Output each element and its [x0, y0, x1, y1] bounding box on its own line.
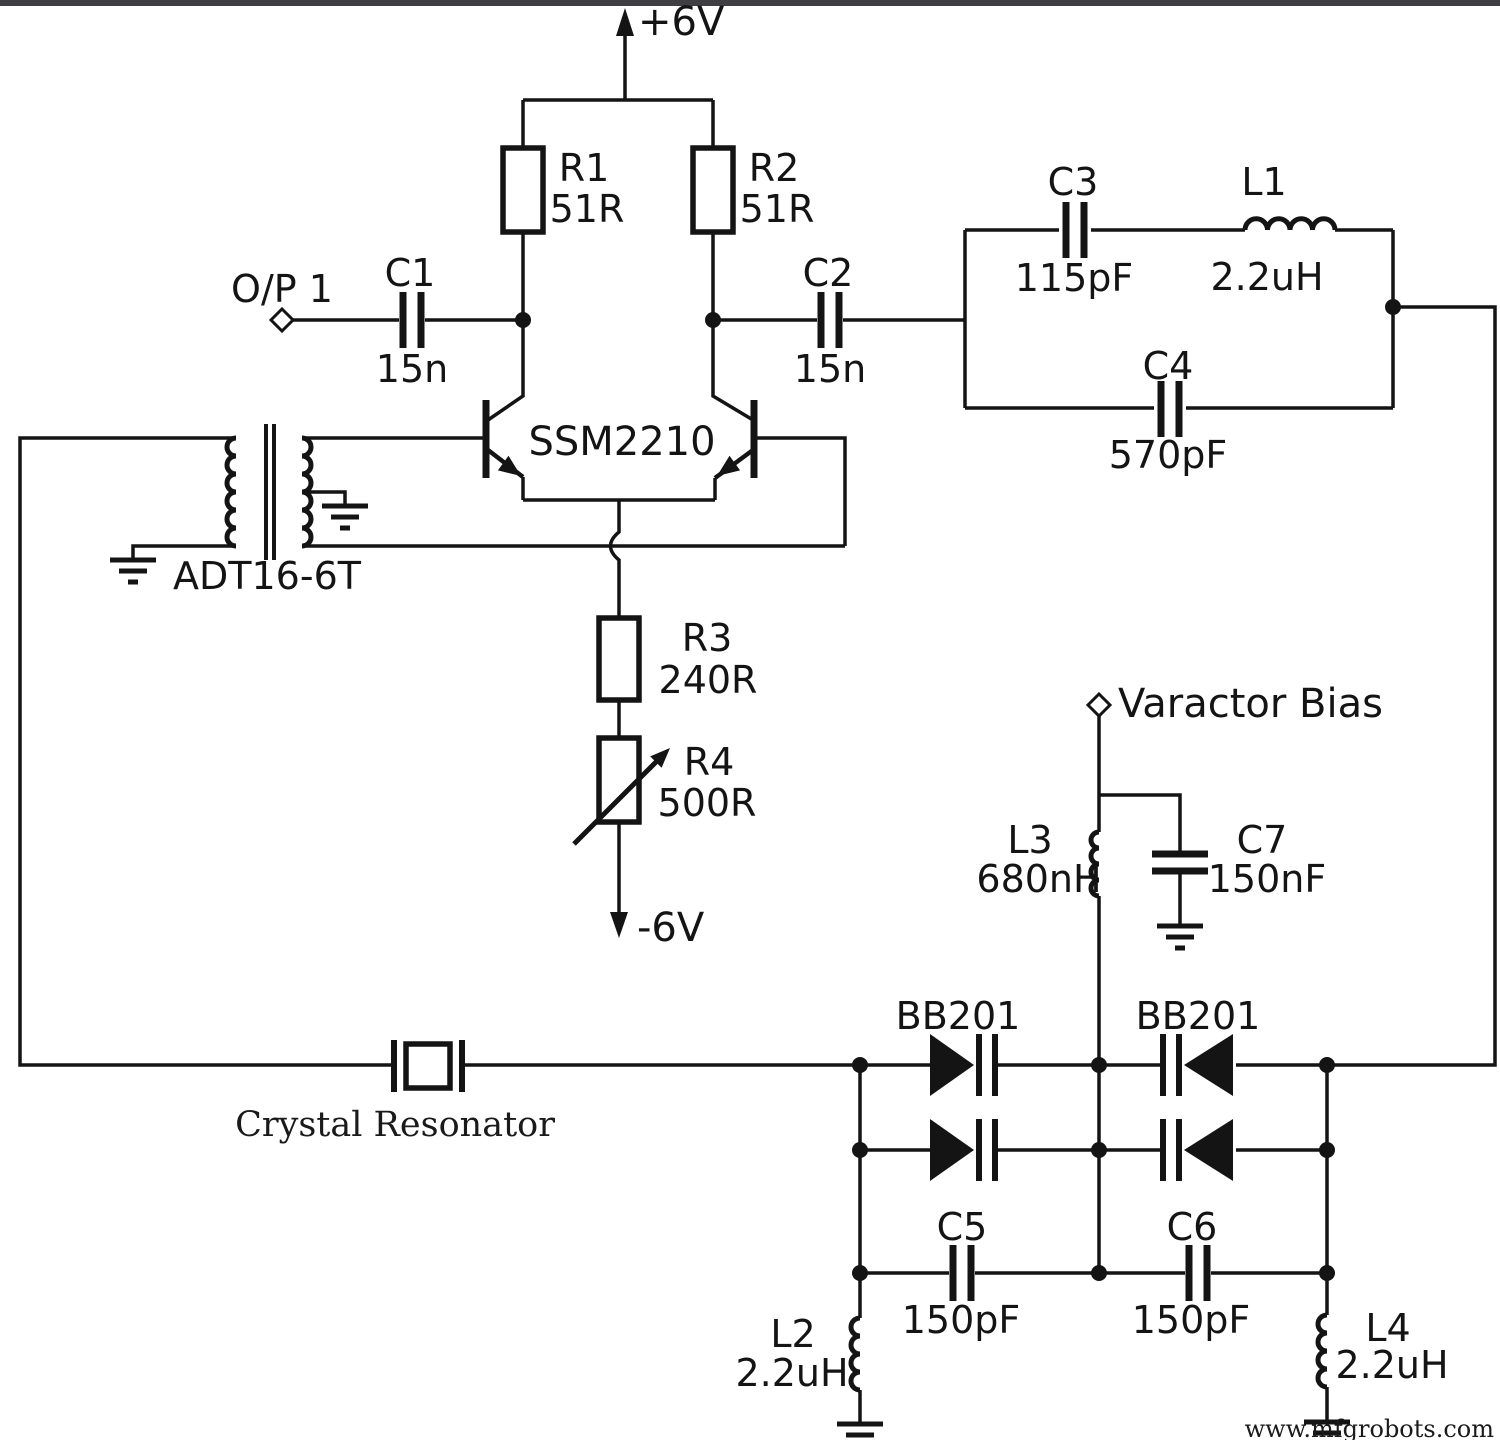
- crystal-resonator-label: Crystal Resonator: [235, 1105, 555, 1145]
- wire-right-bus: [1327, 305, 1497, 1067]
- c7-value-label: 150nF: [1208, 857, 1326, 901]
- negative-rail-label: -6V: [637, 905, 705, 951]
- output-terminal-label: O/P 1: [231, 267, 333, 311]
- ground-symbol-c7: [1157, 923, 1203, 951]
- wire-transformer-grounds: [131, 490, 347, 560]
- crystal-resonator: [391, 1040, 465, 1092]
- transistor-left-emitter-arrow-icon: [497, 455, 521, 476]
- resistor-r1: [500, 145, 546, 235]
- transistor-pair-ssm2210: [482, 400, 758, 480]
- negative-supply-arrow: [610, 912, 628, 938]
- capacitor-c4: [1157, 381, 1183, 437]
- varactor-bb201-bottom-right: [1160, 1119, 1233, 1181]
- c2-ref-label: C2: [803, 251, 854, 295]
- wire-base-feedback: [302, 436, 847, 548]
- positive-supply-arrow: [616, 8, 634, 36]
- varactor-bb201-bottom-left: [930, 1119, 998, 1181]
- inductor-l4: [1315, 1312, 1328, 1390]
- inductor-l3: [1088, 829, 1100, 899]
- wire-collector-legs: [487, 100, 754, 422]
- transistor-right-emitter-arrow-icon: [717, 455, 741, 476]
- l1-value-label: 2.2uH: [1210, 255, 1323, 299]
- capacitor-c1: [399, 292, 425, 348]
- c3-value-label: 115pF: [1015, 256, 1134, 300]
- transformer-primary-winding: [224, 435, 237, 549]
- wire-positive-rail: [523, 36, 713, 102]
- l2-ref-label: L2: [770, 1312, 815, 1356]
- r1-ref-label: R1: [559, 146, 610, 190]
- r2-ref-label: R2: [749, 146, 800, 190]
- resistor-r3: [596, 615, 642, 703]
- r2-value-label: 51R: [740, 187, 815, 231]
- c7-ref-label: C7: [1237, 818, 1288, 862]
- r4-ref-label: R4: [684, 740, 735, 784]
- varactor-bb201-top-left: [930, 1034, 998, 1096]
- transformer-secondary-winding: [301, 435, 314, 549]
- l1-ref-label: L1: [1241, 160, 1286, 204]
- r3-value-label: 240R: [659, 658, 758, 702]
- capacitor-c2: [817, 292, 843, 348]
- varactor-bb201-top-right: [1160, 1034, 1233, 1096]
- ground-symbol-l2: [837, 1421, 883, 1438]
- ground-symbol-primary: [110, 557, 156, 585]
- resistor-r2: [690, 145, 736, 235]
- r1-value-label: 51R: [550, 187, 625, 231]
- c1-value-label: 15n: [376, 347, 448, 391]
- capacitor-c5: [949, 1245, 975, 1301]
- c5-value-label: 150pF: [902, 1298, 1021, 1342]
- c6-value-label: 150pF: [1132, 1298, 1251, 1342]
- r3-ref-label: R3: [682, 616, 733, 660]
- capacitor-c3: [1062, 202, 1088, 258]
- ground-symbol-secondary-tap: [322, 503, 368, 531]
- r4-value-label: 500R: [658, 781, 757, 825]
- c6-ref-label: C6: [1167, 1205, 1218, 1249]
- watermark-label: www.mfgrobots.com: [1245, 1415, 1495, 1440]
- varactor-bias-label: Varactor Bias: [1118, 681, 1383, 727]
- wire-varactor-bias: [1097, 716, 1182, 1273]
- l3-value-label: 680nH: [976, 857, 1101, 901]
- c4-ref-label: C4: [1143, 344, 1194, 388]
- inductor-l2: [848, 1315, 861, 1393]
- transistor-pair-label: SSM2210: [528, 419, 715, 465]
- transformer-label: ADT16-6T: [173, 554, 362, 598]
- positive-rail-label: +6V: [638, 0, 725, 45]
- varactor-bias-terminal-icon: [1085, 691, 1113, 719]
- wires: [18, 36, 1497, 1424]
- arrow-down-icon: [610, 912, 628, 938]
- c3-ref-label: C3: [1048, 160, 1099, 204]
- wire-tank-loop: [963, 228, 1395, 410]
- wire-emitter-rail: [521, 477, 717, 502]
- l4-ref-label: L4: [1365, 1306, 1410, 1350]
- c5-ref-label: C5: [937, 1205, 988, 1249]
- resistor-r4-variable-arrow: [572, 748, 670, 846]
- l3-ref-label: L3: [1007, 818, 1052, 862]
- wire-inductor-legs: [858, 1273, 1329, 1424]
- inductor-l1: [1242, 216, 1338, 231]
- transformer-adt16-6t: [224, 424, 314, 560]
- top-border-bar: [0, 0, 1500, 6]
- varactor-left-label: BB201: [896, 994, 1021, 1038]
- junction-dots: [515, 299, 1401, 1281]
- output-terminal-icon: [268, 306, 296, 334]
- arrow-up-icon: [616, 8, 634, 36]
- wire-varactor-rows: [860, 1063, 1327, 1152]
- c2-value-label: 15n: [794, 347, 866, 391]
- resistor-r4: [596, 735, 642, 825]
- capacitor-c7: [1152, 850, 1208, 875]
- transformer-core: [264, 424, 276, 560]
- wire-varactor-columns: [858, 1065, 1329, 1273]
- varactor-right-label: BB201: [1136, 994, 1261, 1038]
- c1-ref-label: C1: [385, 251, 436, 295]
- ground-symbol-l4: [1304, 1419, 1350, 1436]
- c4-value-label: 570pF: [1109, 433, 1228, 477]
- wire-tail-current-hop: [608, 500, 621, 618]
- l4-value-label: 2.2uH: [1335, 1343, 1448, 1387]
- l2-value-label: 2.2uH: [735, 1351, 848, 1395]
- capacitor-c6: [1185, 1245, 1211, 1301]
- wire-left-bus-crystal: [18, 436, 860, 1067]
